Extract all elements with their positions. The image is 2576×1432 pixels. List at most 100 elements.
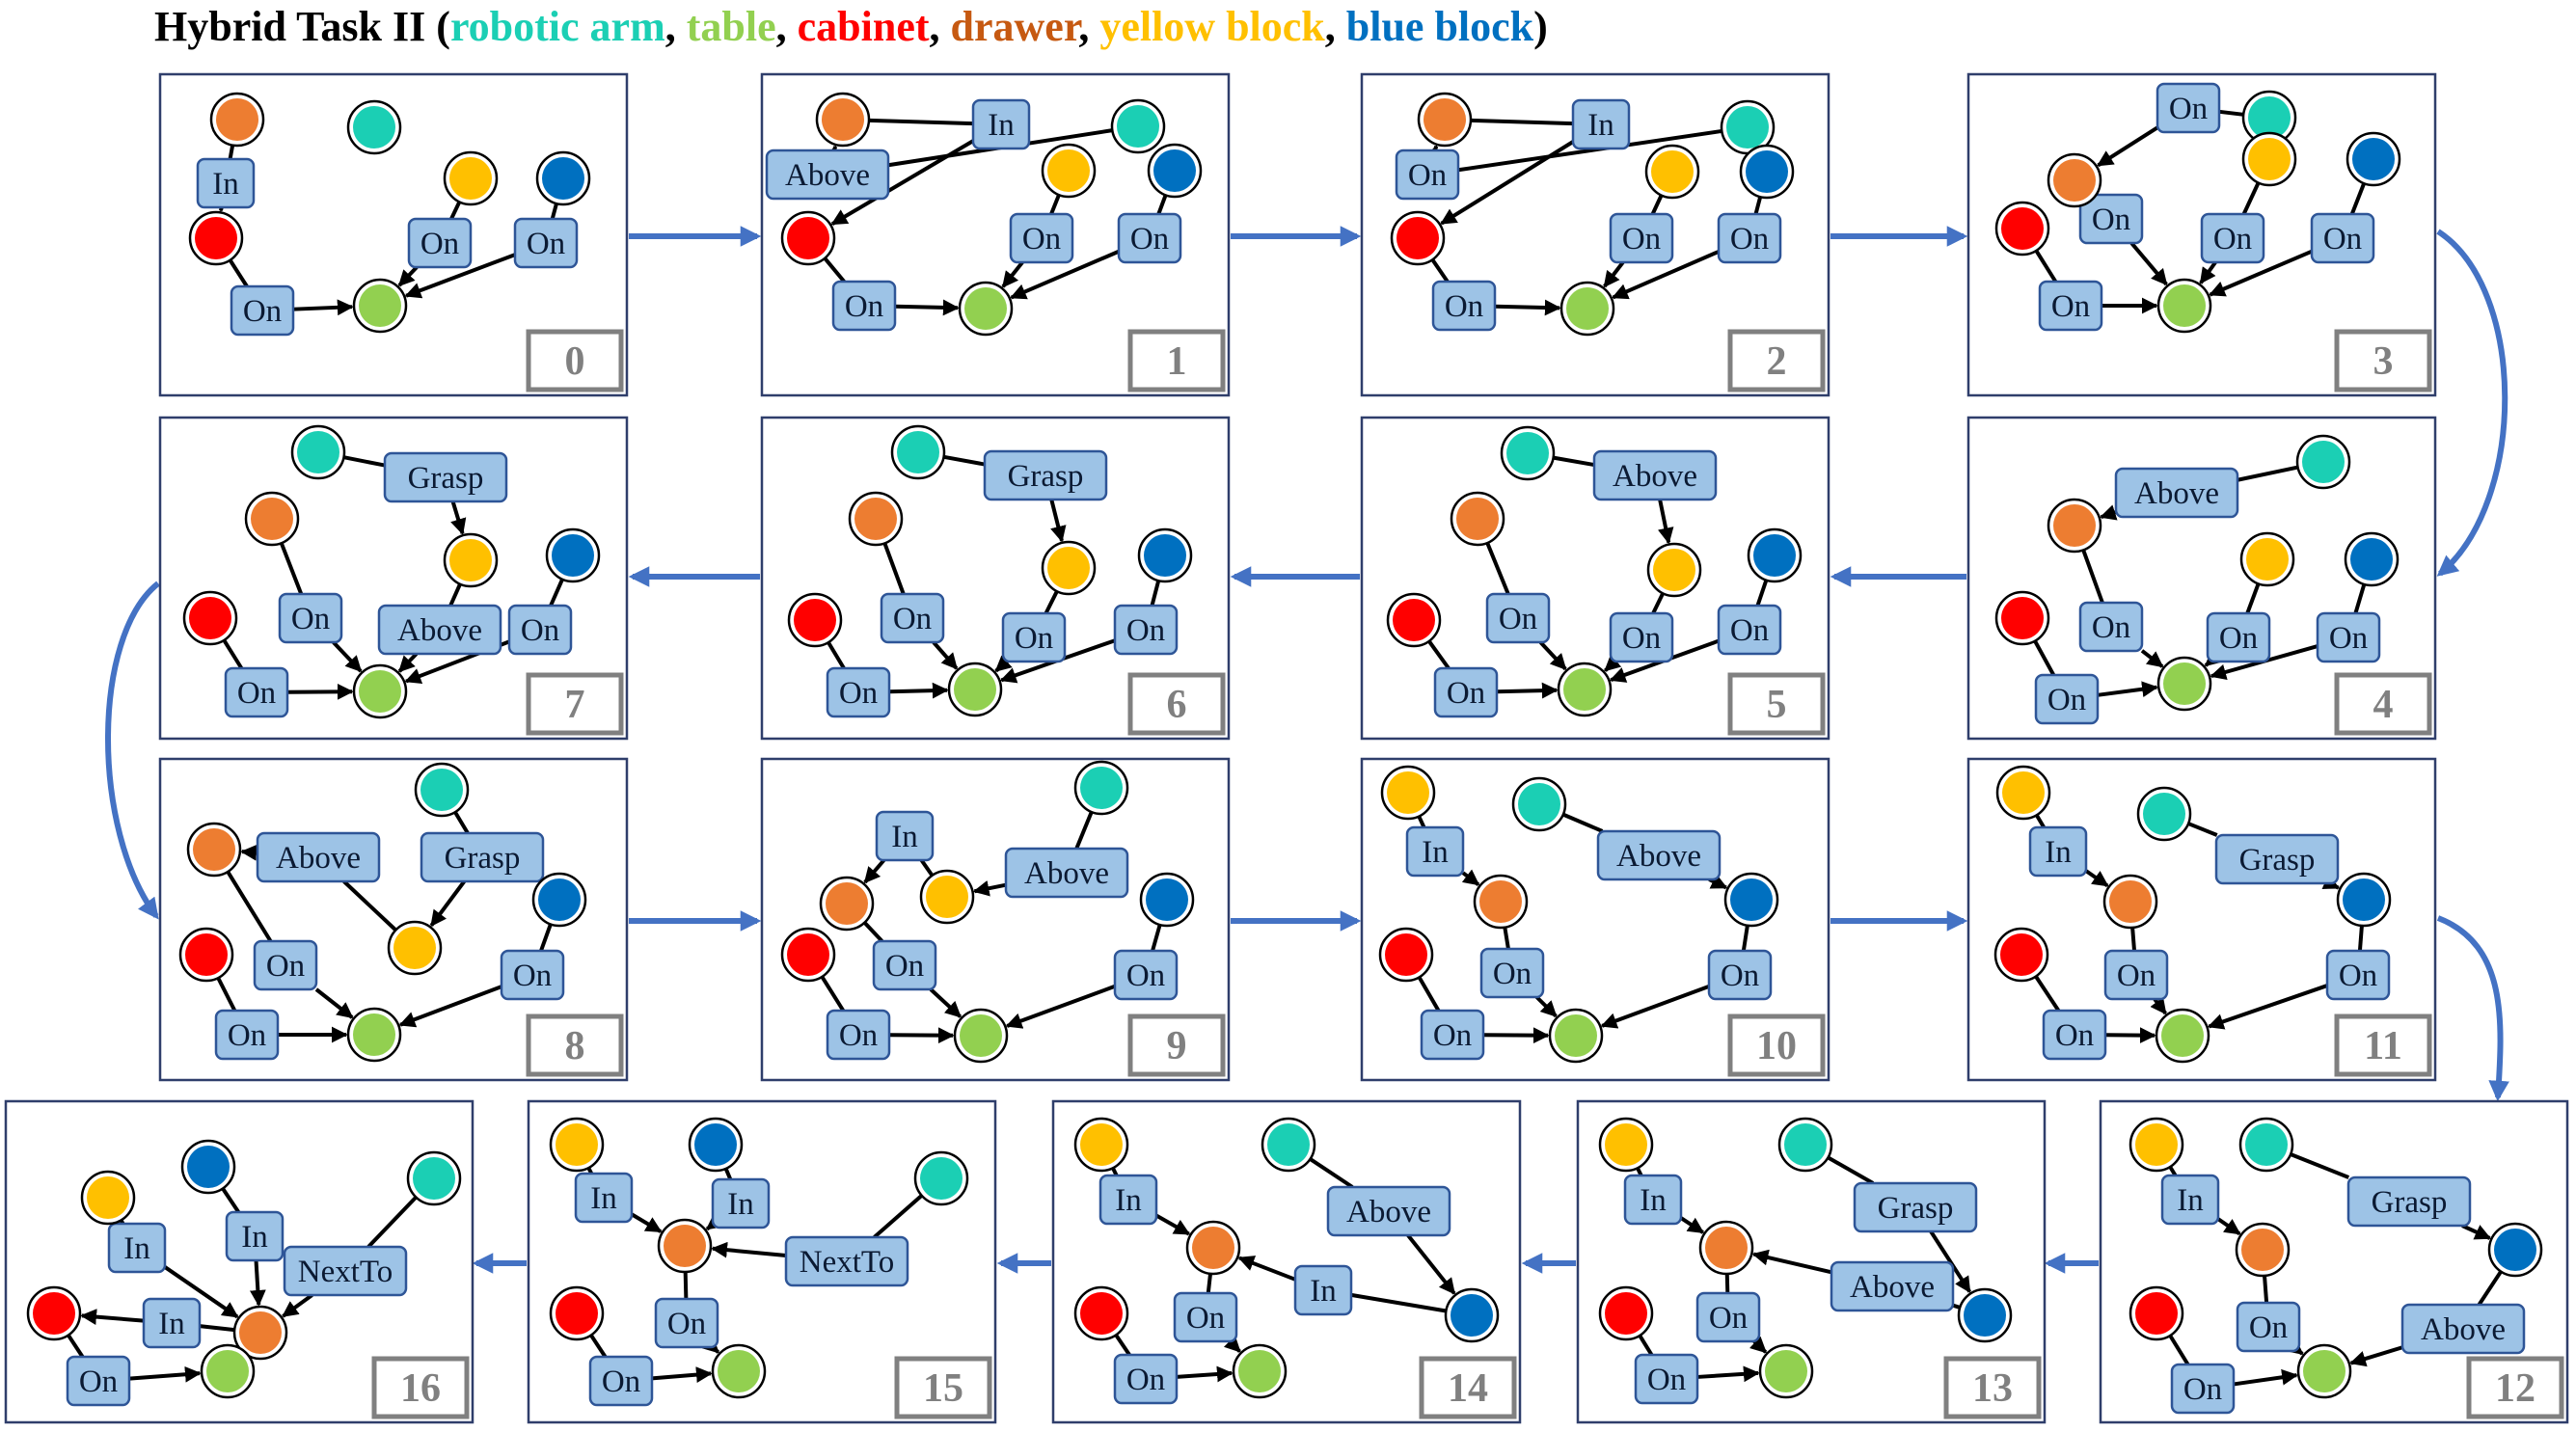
edge-cabinet-to-on — [1427, 639, 1451, 670]
edge-drawer-to-on — [1485, 542, 1510, 595]
edge-drawer-to-on — [2130, 927, 2137, 952]
node-cabinet — [556, 1292, 598, 1335]
frame-index: 3 — [2373, 339, 2394, 384]
relation-label-in: In — [1098, 1174, 1158, 1226]
node-drawer — [826, 882, 868, 925]
edge-above-to-yellow — [1657, 499, 1674, 545]
relation-label-in: In — [971, 98, 1031, 150]
relation-label-on: On — [654, 1297, 719, 1349]
node-blue — [552, 534, 594, 577]
node-table — [1765, 1350, 1807, 1392]
edge-yellow-to-on — [1044, 590, 1059, 614]
relation-text: In — [158, 1307, 185, 1341]
edge-drawer-to-on — [2263, 1275, 2269, 1304]
edge-blue-to-on — [1150, 580, 1161, 607]
relation-text: Grasp — [1878, 1191, 1954, 1226]
relation-text: On — [243, 294, 282, 329]
edge-on-to-table — [888, 1027, 955, 1044]
node-table — [2163, 284, 2206, 327]
edge-yellow-to-above — [448, 582, 462, 607]
relation-text: On — [237, 676, 276, 711]
node-cabinet — [33, 1292, 75, 1335]
edge-on-to-table — [292, 299, 354, 316]
edge-in-to-cabinet — [1440, 140, 1575, 226]
relation-label-on: On — [2103, 949, 2169, 1001]
relation-text: On — [1130, 222, 1169, 257]
edge-drawer-to-on — [226, 870, 273, 943]
edge-in-to-drawer — [1155, 1213, 1191, 1236]
relation-label-on: On — [1479, 947, 1545, 999]
edge-arm-to-grasp — [1827, 1155, 1875, 1185]
frame-index-badge — [526, 329, 624, 392]
title-prefix: Hybrid Task II ( — [154, 3, 450, 50]
relation-text: On — [2117, 959, 2156, 993]
object-nodes — [178, 762, 587, 1063]
object-nodes — [780, 760, 1195, 1064]
edge-drawer-to-on — [1206, 1273, 1213, 1294]
relation-text: On — [228, 1018, 266, 1053]
relation-text: On — [2219, 621, 2258, 656]
relation-label-above: Above — [1592, 449, 1718, 501]
relation-text: On — [845, 289, 883, 324]
relation-text: On — [2047, 683, 2086, 717]
object-nodes — [1073, 1117, 1500, 1399]
relation-edges — [222, 455, 564, 700]
relation-label-grasp: Grasp — [2214, 833, 2340, 885]
node-yellow — [926, 876, 968, 918]
relation-text: On — [513, 959, 552, 993]
relation-label-on: On — [2310, 212, 2375, 264]
node-cabinet — [1605, 1292, 1647, 1335]
relation-label-on: On — [1113, 949, 1179, 1001]
node-cabinet — [2135, 1292, 2178, 1335]
edge-on-to-table — [2207, 984, 2328, 1030]
relation-label-on: On — [2200, 212, 2265, 264]
edge-on-to-table — [1010, 249, 1120, 300]
edge-yellow-to-on — [2241, 181, 2261, 215]
node-cabinet — [2000, 933, 2043, 976]
edge-arm-to-above — [1074, 811, 1094, 850]
relation-text: On — [1408, 158, 1447, 193]
frame-index-badge — [1727, 1013, 1826, 1077]
edge-drawer-to-on — [2081, 549, 2104, 604]
edge-cabinet-to-on — [827, 641, 846, 670]
object-nodes — [26, 1139, 462, 1399]
edge-blue-to-on — [550, 203, 558, 220]
edge-drawer-to-in — [228, 145, 235, 160]
relation-edges — [1424, 118, 1763, 316]
edge-on-to-table — [1600, 984, 1710, 1029]
edge-on-to-table — [128, 1365, 202, 1383]
frame-index: 7 — [565, 683, 585, 727]
relation-label-in: In — [107, 1222, 167, 1274]
frame-index: 12 — [2495, 1366, 2535, 1411]
relation-label-on: On — [278, 592, 343, 644]
edge-arm-to-grasp — [453, 811, 470, 835]
relation-text: In — [1587, 108, 1614, 143]
edge-on-to-table — [1612, 250, 1720, 300]
node-arm — [420, 769, 463, 811]
edge-arm-to-above — [2237, 465, 2298, 482]
node-arm — [2245, 1123, 2288, 1166]
edge-on-to-table — [2233, 1368, 2298, 1387]
edge-cabinet-to-on — [2034, 249, 2058, 284]
node-table — [2303, 1350, 2346, 1392]
relation-label-on: On — [1717, 212, 1782, 264]
edge-on-to-table — [994, 655, 1013, 673]
frame-index-badge — [526, 1013, 624, 1077]
frame-index-badge — [2334, 1013, 2432, 1077]
relation-label-nextto: NextTo — [283, 1245, 408, 1297]
edge-on-to-table — [2129, 241, 2168, 286]
relation-label-on: On — [2316, 611, 2381, 663]
object-nodes — [1994, 90, 2401, 334]
node-drawer — [2241, 1229, 2284, 1271]
relation-text: On — [2249, 1310, 2288, 1345]
relation-label-nextto: NextTo — [784, 1235, 909, 1287]
relation-label-grasp: Grasp — [383, 451, 508, 503]
edge-on-to-table — [932, 640, 959, 670]
edge-yellow-to-on — [2245, 582, 2261, 614]
relation-edges — [1636, 1155, 1972, 1383]
